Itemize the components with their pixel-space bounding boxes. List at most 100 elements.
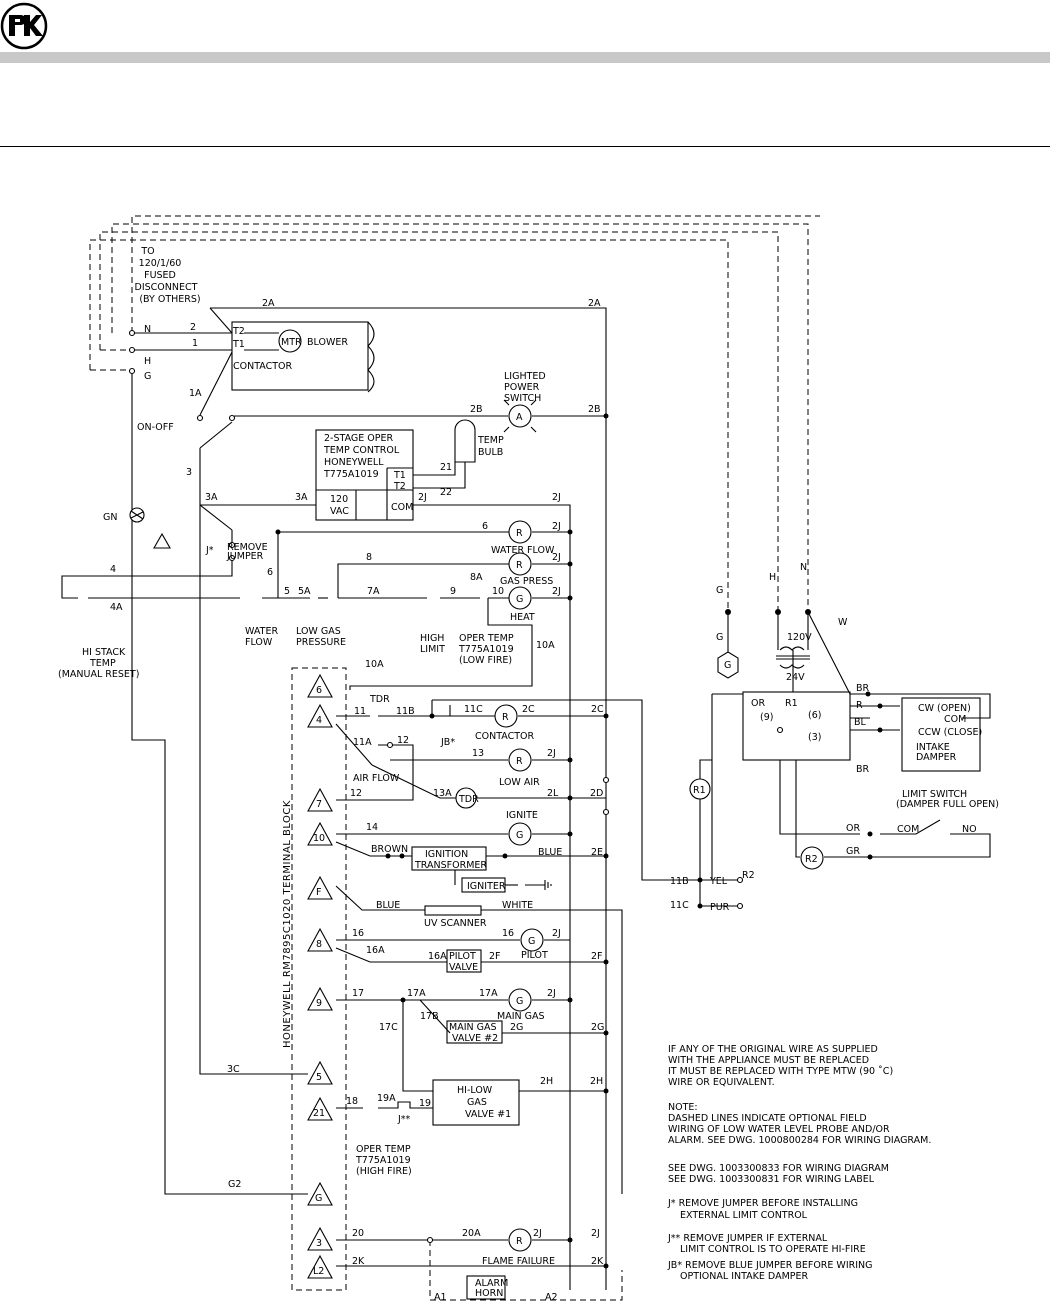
svg-text:3A: 3A: [295, 492, 308, 503]
svg-text:J** REMOVE JUMPER IF EXTERNAL: J** REMOVE JUMPER IF EXTERNAL: [667, 1233, 828, 1244]
svg-text:16A: 16A: [366, 945, 385, 956]
svg-text:WATER: WATER: [245, 626, 278, 637]
svg-text:13: 13: [472, 748, 484, 759]
svg-text:G: G: [516, 830, 523, 841]
svg-text:8: 8: [316, 939, 322, 950]
svg-text:HONEYWELL: HONEYWELL: [324, 457, 384, 468]
svg-text:2-STAGE OPER: 2-STAGE OPER: [324, 433, 393, 444]
main-wiring: [61, 307, 740, 1290]
svg-text:11A: 11A: [353, 737, 372, 748]
svg-text:2K: 2K: [352, 1256, 365, 1267]
junction-dots: [275, 413, 883, 1269]
svg-text:R1: R1: [785, 698, 798, 709]
svg-text:10A: 10A: [536, 640, 555, 651]
svg-text:12: 12: [397, 735, 409, 746]
power-supply-labels: TO 120/1/60 FUSED DISCONNECT (BY OTHERS)…: [103, 246, 201, 523]
header-rule: [0, 146, 1050, 147]
svg-text:CCW (CLOSE): CCW (CLOSE): [918, 727, 982, 738]
svg-text:2A: 2A: [588, 298, 601, 309]
svg-text:T775A1019: T775A1019: [355, 1155, 411, 1166]
svg-text:G: G: [716, 585, 723, 596]
svg-text:IGNITE: IGNITE: [506, 810, 538, 821]
svg-text:2H: 2H: [540, 1076, 553, 1087]
svg-text:5A: 5A: [298, 586, 311, 597]
svg-text:IT MUST BE REPLACED WITH TYPE: IT MUST BE REPLACED WITH TYPE MTW (90 ˚C…: [668, 1066, 893, 1077]
svg-text:OPER TEMP: OPER TEMP: [459, 633, 514, 644]
svg-text:JUMPER: JUMPER: [226, 551, 264, 562]
svg-text:120V: 120V: [787, 632, 812, 643]
svg-text:DASHED LINES INDICATE OPTIONAL: DASHED LINES INDICATE OPTIONAL FIELD: [668, 1113, 867, 1124]
svg-text:OR: OR: [846, 823, 860, 834]
svg-text:ALARM. SEE DWG. 1000800284 FOR: ALARM. SEE DWG. 1000800284 FOR WIRING DI…: [668, 1135, 931, 1146]
svg-text:N: N: [144, 324, 151, 335]
svg-text:11B: 11B: [396, 706, 415, 717]
svg-text:20A: 20A: [462, 1228, 481, 1239]
svg-text:T1: T1: [232, 339, 245, 350]
svg-text:G: G: [528, 936, 535, 947]
svg-text:LOW GAS: LOW GAS: [296, 626, 341, 637]
svg-text:16: 16: [502, 928, 514, 939]
svg-text:2J: 2J: [418, 492, 427, 503]
svg-text:LIGHTED: LIGHTED: [504, 371, 546, 382]
svg-text:(HIGH FIRE): (HIGH FIRE): [356, 1166, 412, 1177]
svg-text:1: 1: [192, 338, 198, 349]
blower-labels: T2 T1 MTR BLOWER CONTACTOR LIGHTED POWER…: [232, 326, 546, 423]
svg-text:120: 120: [330, 494, 348, 505]
svg-text:2J: 2J: [547, 748, 556, 759]
svg-text:T1: T1: [393, 470, 406, 481]
svg-text:(LOW FIRE): (LOW FIRE): [459, 655, 512, 666]
svg-text:DISCONNECT: DISCONNECT: [135, 282, 198, 293]
svg-text:OPTIONAL INTAKE DAMPER: OPTIONAL INTAKE DAMPER: [680, 1271, 809, 1282]
svg-text:LIMIT SWITCH: LIMIT SWITCH: [902, 789, 967, 800]
svg-text:2E: 2E: [591, 847, 603, 858]
switch-labels: REMOVE JUMPER J* WATER FLOW LOW GAS PRES…: [58, 542, 514, 1177]
svg-text:HI STACK: HI STACK: [82, 647, 126, 658]
svg-text:G: G: [516, 996, 523, 1007]
terminal-labels: 6 4 7 10 F 8 9 5 21 G 3 L2: [313, 685, 325, 1277]
blower-contactor: [231, 321, 375, 393]
svg-text:A: A: [516, 412, 523, 423]
svg-text:VAC: VAC: [330, 506, 349, 517]
svg-text:G: G: [716, 632, 723, 643]
damper-labels: G H N W G G 120V 24V BR R BL BR OR (9) R…: [693, 562, 999, 913]
svg-text:AIR FLOW: AIR FLOW: [353, 773, 400, 784]
svg-text:6: 6: [267, 567, 273, 578]
svg-text:R: R: [516, 1236, 523, 1247]
svg-text:CONTACTOR: CONTACTOR: [233, 361, 293, 372]
svg-text:NOTE:: NOTE:: [668, 1102, 698, 1113]
terminal-block-outline: [291, 667, 347, 1291]
svg-text:HONEYWELL RM7895C1020 TERMIN: HONEYWELL RM7895C1020 TERMINAL BLOCK: [282, 800, 293, 1048]
svg-text:A2: A2: [545, 1292, 558, 1302]
svg-text:WATER FLOW: WATER FLOW: [491, 545, 555, 556]
svg-text:G2: G2: [228, 1179, 241, 1190]
svg-text:TO: TO: [140, 246, 154, 257]
svg-text:17: 17: [352, 988, 364, 999]
svg-text:2H: 2H: [590, 1076, 603, 1087]
svg-text:2: 2: [190, 322, 196, 333]
svg-text:6: 6: [316, 685, 322, 696]
svg-text:LIMIT: LIMIT: [420, 644, 445, 655]
svg-text:2J: 2J: [552, 552, 561, 563]
svg-text:2J: 2J: [552, 521, 561, 532]
svg-text:BLUE: BLUE: [376, 900, 400, 911]
svg-text:BLUE: BLUE: [538, 847, 562, 858]
svg-text:BR: BR: [856, 683, 870, 694]
svg-text:MAIN GAS: MAIN GAS: [449, 1022, 497, 1033]
svg-text:1A: 1A: [189, 388, 202, 399]
svg-text:3A: 3A: [205, 492, 218, 503]
svg-text:2J: 2J: [552, 586, 561, 597]
svg-text:21: 21: [440, 462, 452, 473]
svg-text:(MANUAL RESET): (MANUAL RESET): [58, 669, 139, 680]
svg-text:GAS: GAS: [467, 1097, 487, 1108]
svg-text:TEMP: TEMP: [89, 658, 116, 669]
svg-text:H: H: [144, 356, 151, 367]
svg-text:21: 21: [313, 1108, 325, 1119]
svg-text:R: R: [516, 756, 523, 767]
notes-block: IF ANY OF THE ORIGINAL WIRE AS SUPPLIED …: [667, 1044, 931, 1282]
svg-text:G: G: [724, 660, 731, 671]
svg-text:2G: 2G: [591, 1022, 604, 1033]
svg-text:G: G: [144, 371, 151, 382]
svg-text:T775A1019: T775A1019: [323, 469, 379, 480]
relay-labels: WATER FLOW GAS PRESS HEAT CONTACTOR LOW …: [475, 528, 555, 1267]
svg-text:VALVE: VALVE: [449, 962, 478, 973]
